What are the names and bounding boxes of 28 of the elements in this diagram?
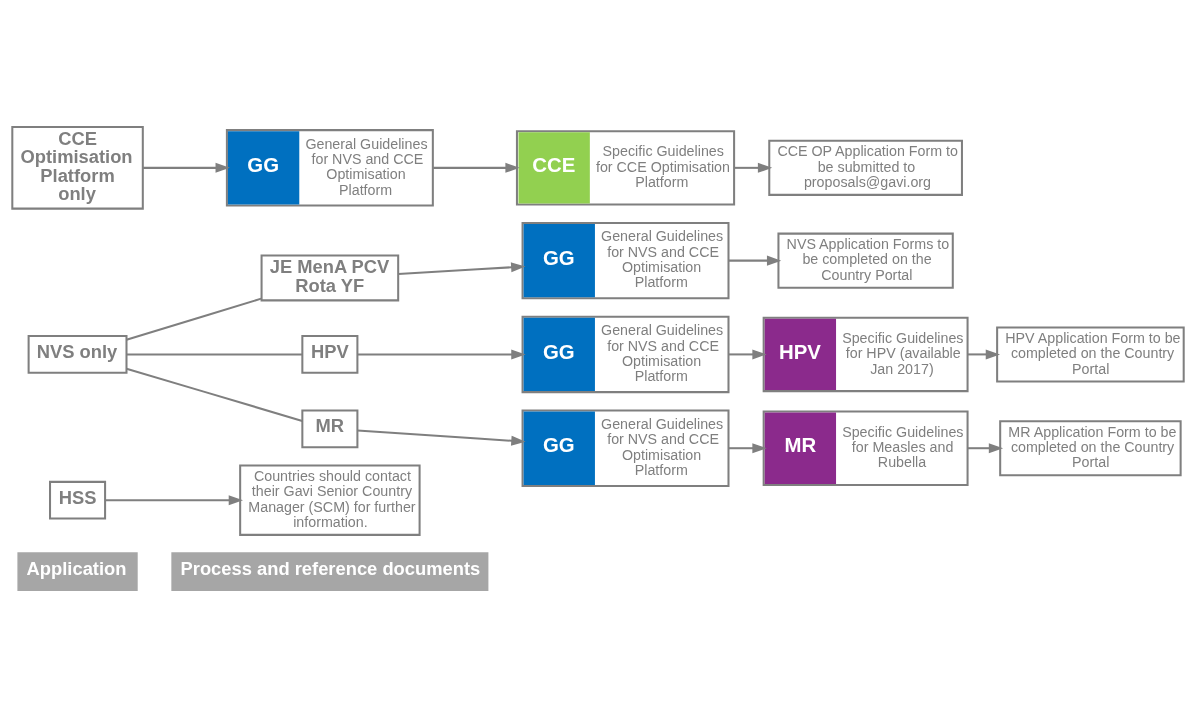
- connector: [126, 367, 303, 422]
- connector: [126, 297, 262, 341]
- node-box: MR: [301, 409, 359, 449]
- arrow: [357, 349, 526, 360]
- node-box: MR Application Form to be completed on the Country Portal: [999, 420, 1182, 477]
- arrow: [728, 255, 782, 266]
- connector: [126, 353, 303, 356]
- node-box: Process and reference documents: [171, 552, 489, 591]
- arrow: [728, 443, 767, 454]
- node-box: NVS only: [27, 335, 128, 374]
- arrow: [728, 349, 767, 360]
- node-box: HSS: [49, 480, 107, 520]
- arrow: [967, 349, 1001, 360]
- node-box: JE MenA PCV Rota YF: [260, 254, 400, 302]
- node-box: CCE Optimisation Platform only: [11, 126, 144, 210]
- node-box: HPV: [301, 335, 359, 374]
- arrow: [967, 443, 1004, 454]
- node-box: Countries should contact their Gavi Senior Country Manager (SCM) for further information.: [239, 464, 421, 536]
- arrow: [398, 262, 526, 275]
- node-box: Application: [17, 552, 138, 591]
- node-box: CCE OP Application Form to be submitted to proposals@gavi.org: [768, 139, 963, 196]
- node-box: HPV Application Form to be completed on the Country Portal: [996, 326, 1185, 383]
- arrow: [143, 162, 230, 173]
- arrow: [357, 429, 526, 446]
- arrow: [433, 162, 520, 173]
- node-box: NVS Application Forms to be completed on the Country Portal: [777, 232, 954, 289]
- arrow: [105, 495, 243, 506]
- arrow: [734, 162, 773, 173]
